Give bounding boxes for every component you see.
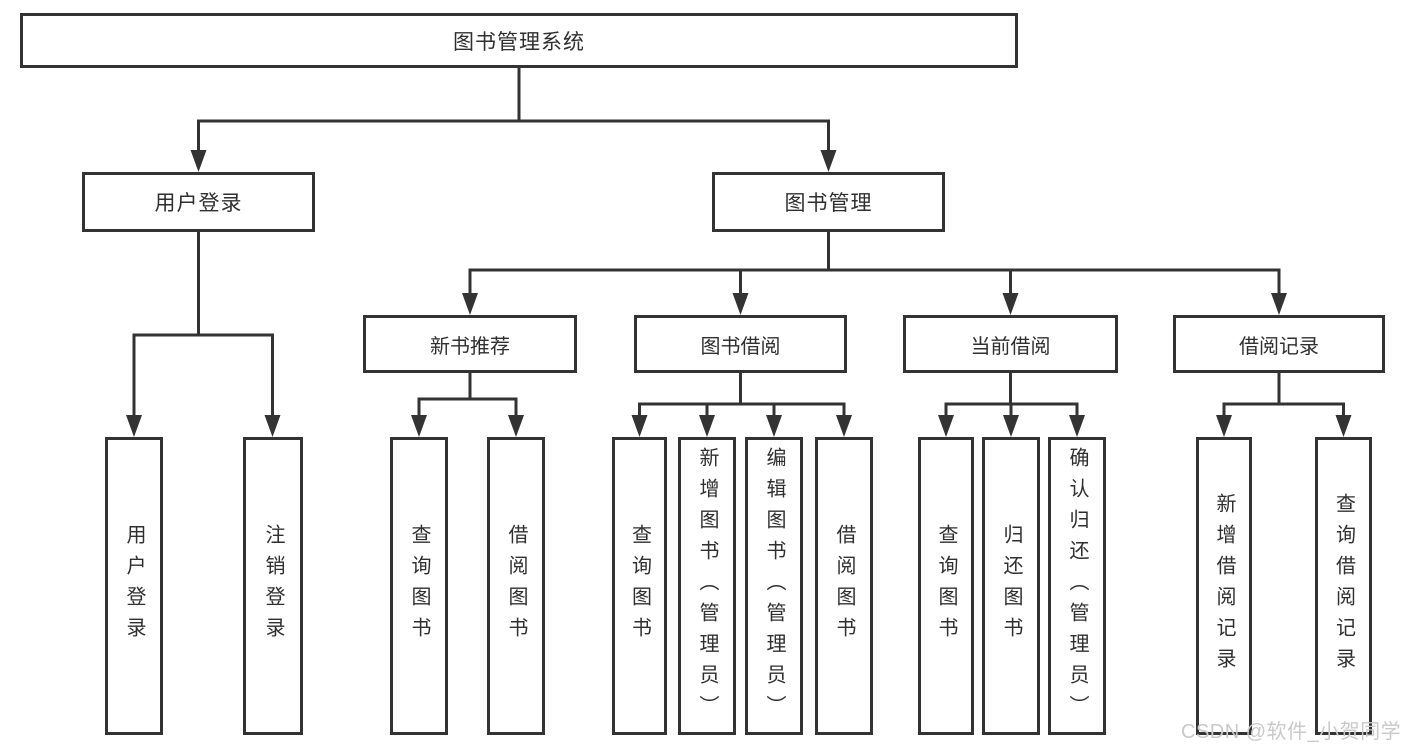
node-label: 用户登录 <box>123 524 145 648</box>
node-label: 用户登录 <box>154 192 243 215</box>
node-book-management: 图书管理 <box>712 172 945 232</box>
node-label: 编辑图书（管理员） <box>763 446 785 726</box>
node-label: 借阅图书 <box>833 524 855 648</box>
csdn-watermark: CSDN @软件_小贺同学 <box>1181 721 1402 743</box>
node-label: 查询图书 <box>408 524 430 648</box>
node-borrowing-records: 借阅记录 <box>1173 315 1385 373</box>
leaf-edit-books-admin: 编辑图书（管理员） <box>745 437 803 735</box>
node-label: 图书管理 <box>784 192 873 215</box>
leaf-borrow-books-recommend: 借阅图书 <box>487 437 545 735</box>
node-label: 新增图书（管理员） <box>696 446 718 726</box>
leaf-add-books-admin: 新增图书（管理员） <box>678 437 736 735</box>
node-label: 当前借阅 <box>970 335 1051 358</box>
node-library-management-system: 图书管理系统 <box>20 13 1018 68</box>
node-label: 新书推荐 <box>430 335 510 358</box>
node-current-borrowing: 当前借阅 <box>903 315 1118 373</box>
node-user-login-group: 用户登录 <box>82 172 315 232</box>
node-label: 图书管理系统 <box>453 30 585 54</box>
leaf-query-books-borrowing: 查询图书 <box>612 437 667 735</box>
node-label: 查询图书 <box>628 524 651 648</box>
node-label: 新增借阅记录 <box>1213 493 1235 679</box>
node-book-borrowing: 图书借阅 <box>634 315 847 373</box>
node-label: 图书借阅 <box>700 335 781 358</box>
leaf-query-books-recommend: 查询图书 <box>390 437 448 735</box>
node-label: 借阅记录 <box>1239 335 1319 358</box>
node-label: 注销登录 <box>262 524 284 648</box>
leaf-query-books-current: 查询图书 <box>918 437 974 735</box>
leaf-confirm-return-admin: 确认归还（管理员） <box>1048 437 1106 735</box>
node-label: 查询借阅记录 <box>1332 493 1355 679</box>
node-label: 查询图书 <box>935 524 957 648</box>
node-new-book-recommendation: 新书推荐 <box>363 315 577 373</box>
leaf-add-borrowing-record: 新增借阅记录 <box>1196 437 1252 735</box>
node-label: 归还图书 <box>1000 524 1022 648</box>
leaf-user-login: 用户登录 <box>105 437 163 735</box>
node-label: 确认归还（管理员） <box>1066 446 1088 726</box>
leaf-query-borrowing-record: 查询借阅记录 <box>1315 437 1372 735</box>
leaf-logout: 注销登录 <box>243 437 303 735</box>
node-label: 借阅图书 <box>505 524 527 648</box>
leaf-borrow-books: 借阅图书 <box>815 437 873 735</box>
leaf-return-books: 归还图书 <box>982 437 1040 735</box>
